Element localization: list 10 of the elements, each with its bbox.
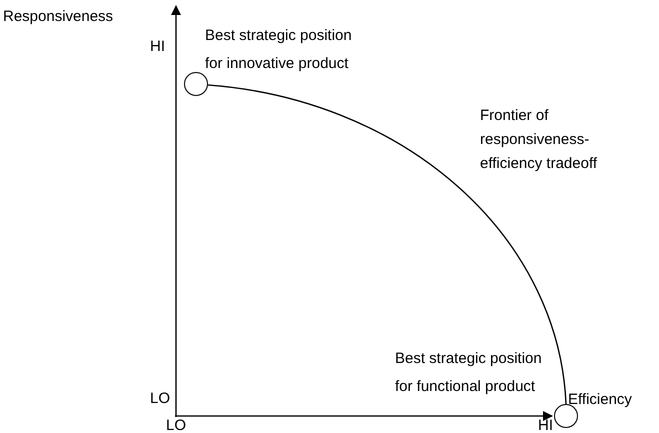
position-marker (184, 72, 208, 96)
axis-tick-label: HI (150, 37, 165, 57)
axis-tick-label: LO (166, 416, 186, 433)
position-caption: Best strategic position for functional product (395, 349, 543, 397)
axis-title: Responsiveness (3, 7, 114, 27)
position-caption: Best strategic position for innovative product (205, 26, 353, 74)
axis-tick-label: HI (538, 416, 553, 433)
axis-tick-label: LO (150, 389, 170, 409)
curve-label: Frontier of responsiveness-efficiency tradeoff (480, 106, 598, 174)
axis-title: Efficiency (568, 390, 632, 410)
